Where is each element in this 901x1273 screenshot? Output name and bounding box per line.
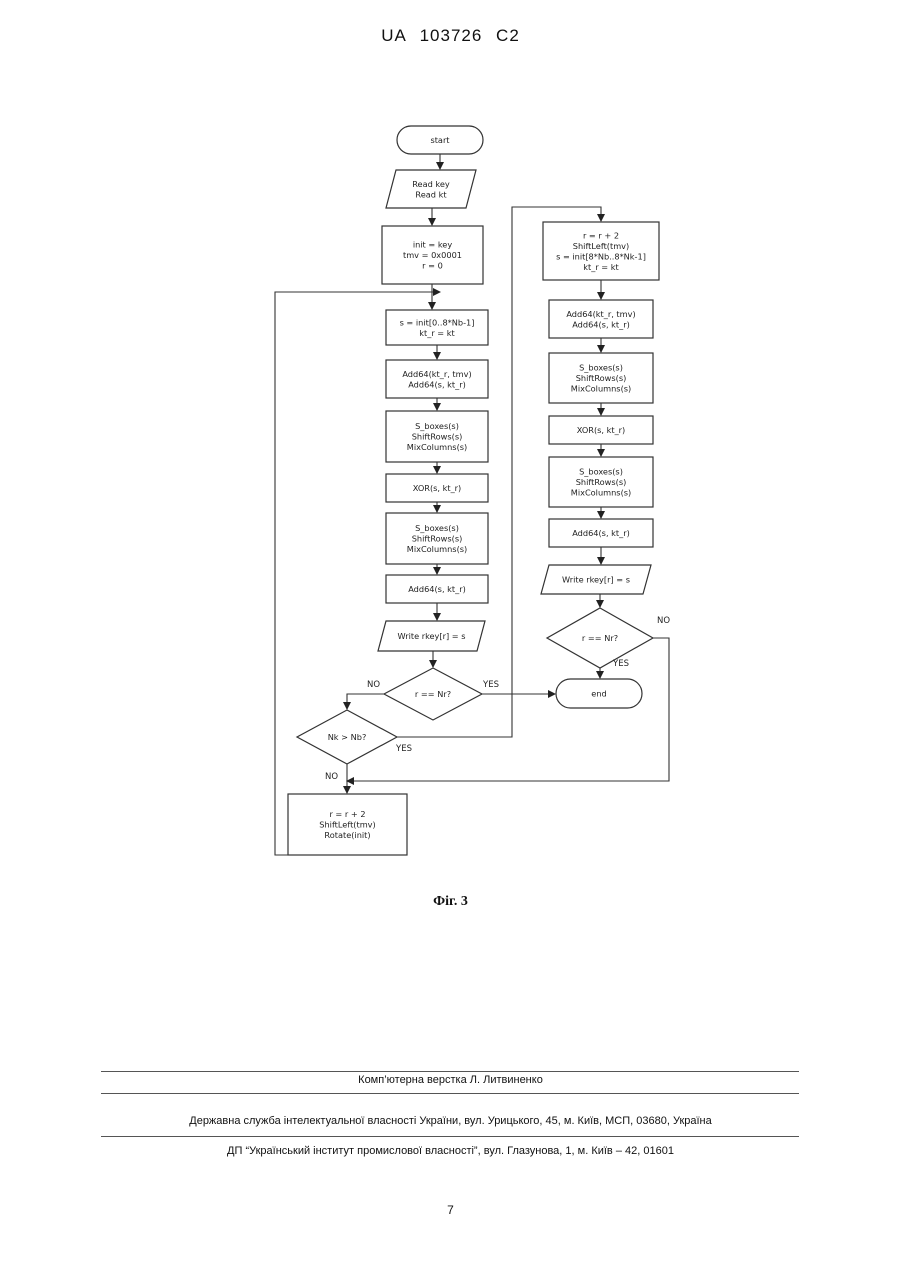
left-r-equals-nr-decision-text: r == Nr?	[415, 689, 451, 699]
left-add64-box-1-text: Add64(s, kt_r)	[408, 379, 466, 389]
left-sbox-box-2-text: ShiftRows(s)	[412, 534, 463, 544]
right-round-update-box-text: kt_r = kt	[583, 262, 619, 272]
left-sbox-box-1-text: MixColumns(s)	[407, 442, 467, 452]
right-add64-box-2-text: Add64(s, kt_r)	[572, 528, 630, 538]
left-add64-box-1-text: Add64(kt_r, tmv)	[402, 369, 471, 379]
left-sbox-box-1-text: ShiftRows(s)	[412, 432, 463, 442]
label-no-nk-decision: NO	[325, 772, 338, 782]
left-sbox-box-1-text: S_boxes(s)	[415, 421, 459, 431]
right-r-equals-nr-decision-text: r == Nr?	[582, 633, 618, 643]
right-sbox-box-2-text: S_boxes(s)	[579, 467, 623, 477]
arrow-decision-no-to-nk	[347, 694, 384, 709]
right-sbox-box-2-text: ShiftRows(s)	[576, 477, 627, 487]
left-sbox-box-2-text: MixColumns(s)	[407, 544, 467, 554]
label-no-left-decision: NO	[367, 680, 380, 690]
right-add64-box-1-text: Add64(s, kt_r)	[572, 319, 630, 329]
label-yes-nk-decision: YES	[395, 744, 412, 754]
init-box-text: tmv = 0x0001	[403, 250, 462, 260]
init-box-text: init = key	[413, 240, 453, 250]
figure-caption: Фіг. 3	[0, 894, 901, 910]
left-s-init-box-text: kt_r = kt	[419, 328, 455, 338]
footer-composer: Комп’ютерна верстка Л. Литвиненко	[0, 1074, 901, 1086]
end-terminal-text: end	[591, 689, 606, 699]
start-terminal-text: start	[430, 135, 450, 145]
label-no-right-decision: NO	[657, 616, 670, 626]
left-xor-box-text: XOR(s, kt_r)	[413, 483, 462, 493]
footer-rule-top	[101, 1071, 799, 1072]
left-round-update-box-text: ShiftLeft(tmv)	[319, 820, 375, 830]
left-round-update-box-text: Rotate(init)	[324, 830, 370, 840]
right-round-update-box-text: r = r + 2	[583, 230, 619, 240]
left-sbox-box-2-text: S_boxes(s)	[415, 523, 459, 533]
right-sbox-box-1-text: S_boxes(s)	[579, 363, 623, 373]
right-write-rkey-parallelogram-text: Write rkey[r] = s	[562, 575, 630, 585]
footer-rule-middle	[101, 1093, 799, 1094]
nk-greater-nb-decision-text: Nk > Nb?	[328, 732, 367, 742]
read-input-parallelogram-text: Read kt	[415, 189, 447, 199]
left-round-update-box-text: r = r + 2	[329, 809, 365, 819]
right-round-update-box-text: s = init[8*Nb..8*Nk-1]	[556, 251, 646, 261]
read-input-parallelogram-text: Read key	[412, 179, 450, 189]
label-yes-right-decision: YES	[612, 659, 629, 669]
left-add64-box-2-text: Add64(s, kt_r)	[408, 584, 466, 594]
left-s-init-box-text: s = init[0..8*Nb-1]	[400, 317, 475, 327]
right-add64-box-1-text: Add64(kt_r, tmv)	[566, 309, 635, 319]
footer-institute-address: ДП “Український інститут промислової вла…	[0, 1145, 901, 1157]
right-xor-box-text: XOR(s, kt_r)	[577, 425, 626, 435]
page-number: 7	[0, 1203, 901, 1217]
right-round-update-box-text: ShiftLeft(tmv)	[573, 241, 629, 251]
label-yes-left-decision: YES	[482, 680, 499, 690]
footer-agency-address: Державна служба інтелектуальної власност…	[0, 1115, 901, 1127]
init-box-text: r = 0	[422, 261, 443, 271]
left-write-rkey-parallelogram-text: Write rkey[r] = s	[397, 631, 465, 641]
right-sbox-box-1-text: MixColumns(s)	[571, 384, 631, 394]
right-sbox-box-2-text: MixColumns(s)	[571, 488, 631, 498]
right-sbox-box-1-text: ShiftRows(s)	[576, 373, 627, 383]
footer-rule-bottom	[101, 1136, 799, 1137]
